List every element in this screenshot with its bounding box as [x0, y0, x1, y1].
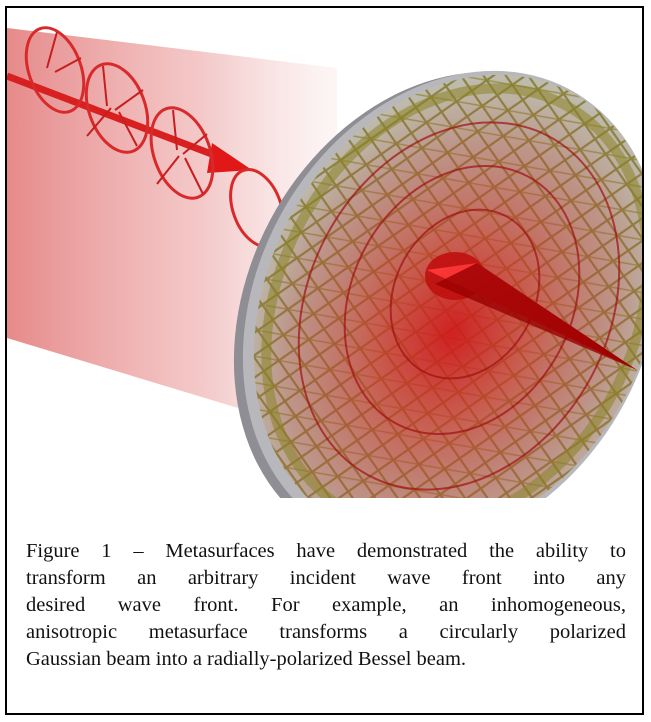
caption-line-3: desired wave front. For example, an inho…	[26, 594, 626, 616]
caption-line-5: Gaussian beam into a radially-polarized …	[26, 648, 467, 670]
bessel-rings	[297, 121, 621, 491]
metasurface-disk	[233, 70, 642, 498]
metasurface-illustration	[7, 26, 642, 498]
figure-frame: Figure 1 – Metasurfaces have demonstrate…	[5, 6, 644, 715]
bessel-beam-cone	[425, 252, 637, 370]
caption-line-1: Figure 1 – Metasurfaces have demonstrate…	[26, 540, 626, 562]
helical-polarization	[7, 26, 285, 248]
caption-line-4: anisotropic metasurface transforms a cir…	[26, 621, 626, 643]
caption-line-2: transform an arbitrary incident wave fro…	[26, 567, 626, 589]
figure-caption: Figure 1 – Metasurfaces have demonstrate…	[26, 538, 626, 673]
axis-arrowhead-icon	[207, 143, 252, 173]
